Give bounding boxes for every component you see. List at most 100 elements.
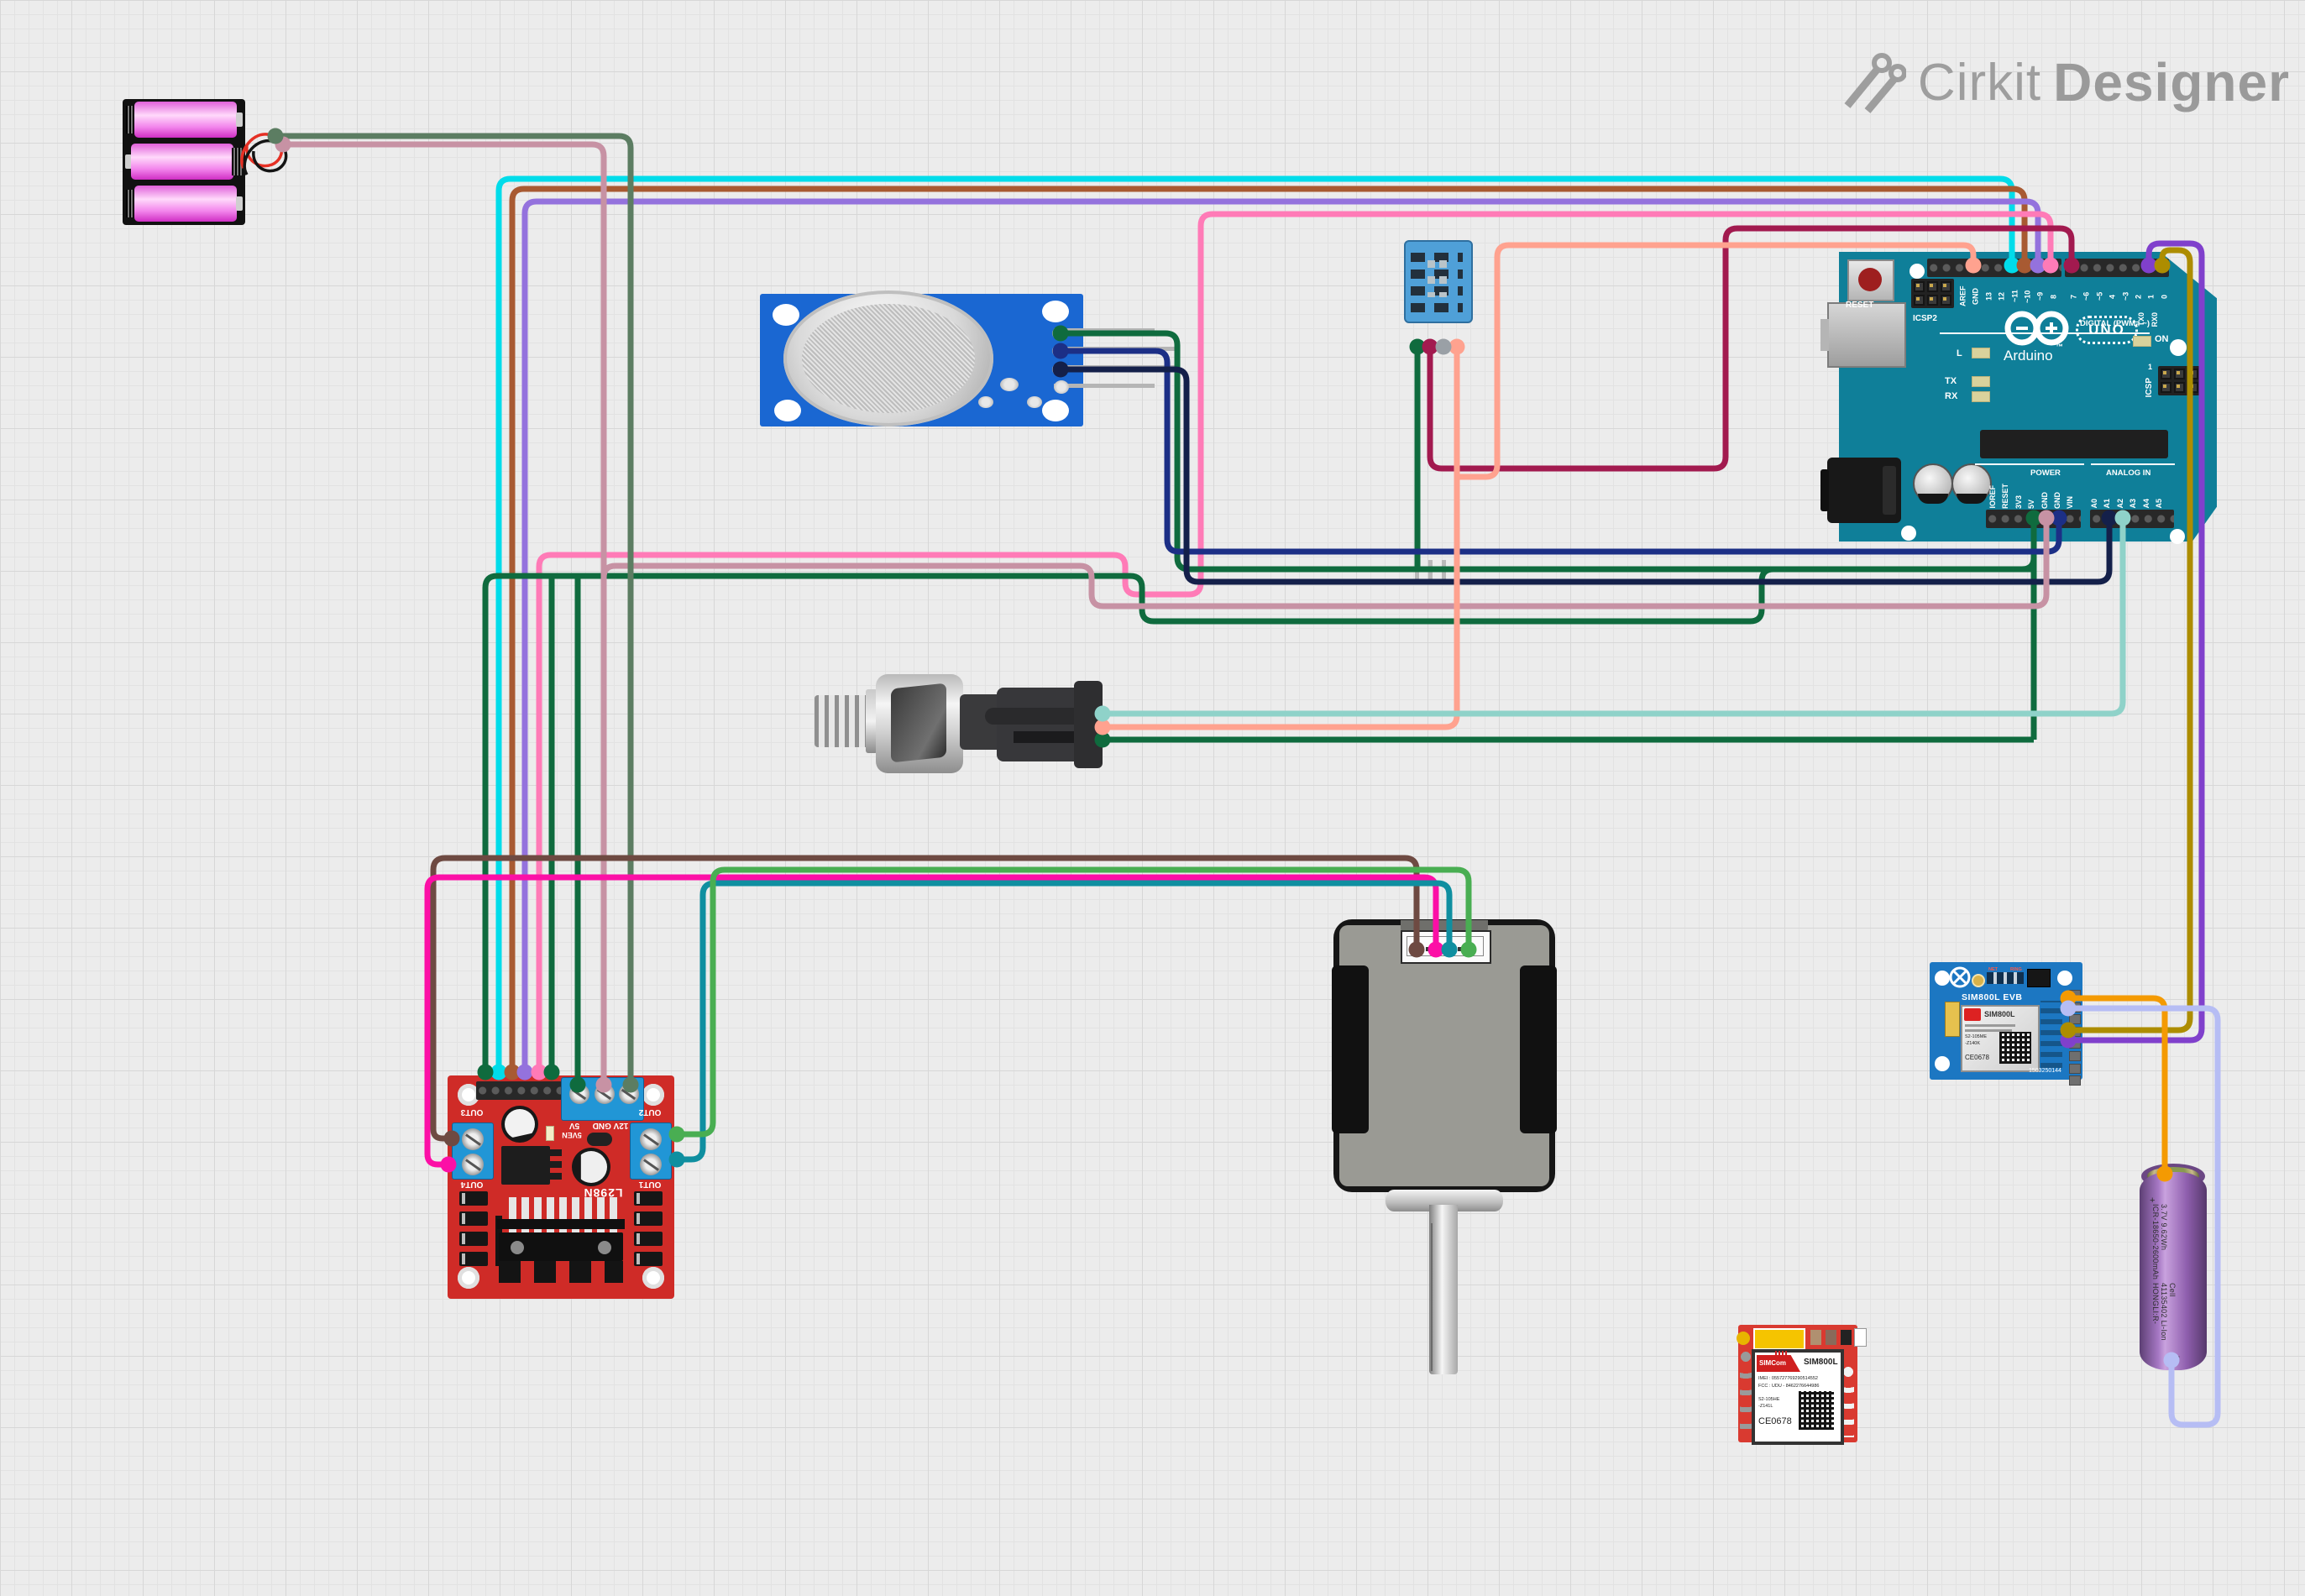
wire-junction-dot[interactable] <box>2101 510 2118 526</box>
wire-junction-dot[interactable] <box>1052 343 1069 359</box>
antenna-pad <box>1737 1332 1750 1345</box>
wire-junction-dot[interactable] <box>622 1076 639 1093</box>
wire-brown-l298-to-d10[interactable] <box>509 186 2028 1072</box>
wire-maroon-dht-d7[interactable] <box>1427 225 2075 472</box>
wire-mauve-gnd[interactable] <box>600 518 2050 1085</box>
wire-salmon-pressure-dht[interactable] <box>1103 347 1460 730</box>
reset-button[interactable] <box>1847 259 1894 301</box>
wire-junction-dot[interactable] <box>1460 941 1477 958</box>
wire-junction-dot[interactable] <box>668 1126 685 1143</box>
wire-junction-dot[interactable] <box>595 1076 612 1093</box>
wire-pink-l298-to-d8[interactable] <box>536 211 2054 1072</box>
wire-green-rail-5v[interactable] <box>482 518 2037 1072</box>
wire-junction-dot[interactable] <box>2060 1022 2077 1039</box>
on-label: ON <box>2155 334 2169 344</box>
diode <box>634 1211 663 1226</box>
wire-junction-dot[interactable] <box>516 1064 533 1081</box>
wire-navy-mq-gnd[interactable] <box>1061 348 2062 555</box>
aa-cell <box>125 185 243 222</box>
wire-junction-dot[interactable] <box>2030 257 2046 274</box>
wire-junction-dot[interactable] <box>1094 731 1111 748</box>
imei-text: IMEI : 055727769290514552 <box>1758 1376 1818 1381</box>
dht-vent <box>1428 276 1435 284</box>
wire-mauve-battery[interactable] <box>283 141 607 1085</box>
wire-stepper-brown[interactable] <box>430 855 1420 1142</box>
wire-junction-dot[interactable] <box>543 1064 560 1081</box>
control-pin-header[interactable] <box>476 1081 562 1100</box>
wire-junction-dot[interactable] <box>2114 510 2131 526</box>
out1-out2-terminal[interactable] <box>630 1122 672 1180</box>
castellated-pads-right[interactable] <box>1842 1365 1854 1437</box>
icsp2-header[interactable] <box>1911 279 1954 308</box>
wire-junction-dot[interactable] <box>2038 510 2055 526</box>
wire-junction-dot[interactable] <box>2042 257 2059 274</box>
icsp-header[interactable] <box>2158 366 2201 395</box>
wire-junction-dot[interactable] <box>2004 257 2020 274</box>
wire-purple-sim-tx[interactable] <box>2068 240 2205 1044</box>
wire-violet-l298-to-d9[interactable] <box>521 198 2041 1072</box>
arduino-uno[interactable] <box>1839 252 2217 542</box>
wire-junction-dot[interactable] <box>1448 338 1465 355</box>
wire-stepper-green[interactable] <box>677 866 1472 1138</box>
stepper-motor[interactable] <box>1332 919 1557 1374</box>
wire-junction-dot[interactable] <box>569 1076 586 1093</box>
wire-sage-battery[interactable] <box>275 133 634 1085</box>
wire-olive-sim-rx[interactable] <box>2068 247 2193 1033</box>
smd-cluster <box>2040 1001 2062 1068</box>
wire-junction-dot[interactable] <box>2060 1000 2077 1017</box>
battery-spring <box>126 106 136 133</box>
cirkit-designer-watermark: Cirkit Designer <box>1842 50 2290 114</box>
wire-junction-dot[interactable] <box>2051 510 2067 526</box>
wire-junction-dot[interactable] <box>531 1064 547 1081</box>
wire-junction-dot[interactable] <box>1408 941 1425 958</box>
wire-junction-dot[interactable] <box>2025 510 2042 526</box>
wire-darknavy-mq-a1[interactable] <box>1061 366 2113 585</box>
wire-junction-dot[interactable] <box>504 1064 521 1081</box>
wire-junction-dot[interactable] <box>1409 338 1426 355</box>
wire-junction-dot[interactable] <box>443 1130 460 1147</box>
silk-line <box>2091 463 2175 465</box>
wire-junction-dot[interactable] <box>668 1151 685 1168</box>
wire-salmon-gnd[interactable] <box>1457 242 1977 480</box>
wire-junction-dot[interactable] <box>1052 325 1069 342</box>
sim800l-evb-module[interactable]: NET RING SIM800L EVB SIM800L S2-105ME -Z… <box>1930 962 2082 1086</box>
wire-teal-pressure-a2[interactable] <box>1103 518 2126 717</box>
wire-junction-dot[interactable] <box>1428 941 1444 958</box>
dht11-sensor[interactable] <box>1404 240 1473 583</box>
wire-junction-dot[interactable] <box>1965 257 1982 274</box>
power-jack <box>1820 458 1901 523</box>
wire-junction-dot[interactable] <box>1094 705 1111 722</box>
wire-junction-dot[interactable] <box>2063 257 2080 274</box>
wire-junction-dot[interactable] <box>2140 257 2157 274</box>
wire-junction-dot[interactable] <box>440 1156 457 1173</box>
sim800l-shield: SIMCom SIM800L IMEI : 055727769290514552… <box>1752 1349 1844 1445</box>
wire-junction-dot[interactable] <box>2156 1165 2173 1182</box>
castellated-pads-left[interactable] <box>1740 1350 1752 1434</box>
simcom-text: SIMCom <box>1759 1359 1786 1367</box>
wire-lavender-sim-gnd[interactable] <box>2068 1005 2221 1428</box>
wire-junction-dot[interactable] <box>477 1064 494 1081</box>
18650-battery[interactable]: + ICR-18650-2600mAh 3.7V 9.62Wh HONGLI:R… <box>2136 1162 2212 1374</box>
battery-pack-3xaa[interactable] <box>123 99 245 225</box>
evb-serial: 1503250144 <box>2029 1068 2061 1074</box>
wire-junction-dot[interactable] <box>2154 257 2171 274</box>
wire-junction-dot[interactable] <box>1422 338 1438 355</box>
out3-out4-terminal[interactable] <box>452 1122 494 1180</box>
wire-junction-dot[interactable] <box>267 128 284 144</box>
wire-junction-dot[interactable] <box>490 1064 507 1081</box>
wire-junction-dot[interactable] <box>2016 257 2033 274</box>
wire-orange-sim-vcc[interactable] <box>2068 995 2168 1174</box>
wire-junction-dot[interactable] <box>1435 338 1452 355</box>
wire-junction-dot[interactable] <box>1094 719 1111 735</box>
sim800l-red-module[interactable]: SIMCom SIM800L IMEI : 055727769290514552… <box>1737 1325 1867 1445</box>
wire-junction-dot[interactable] <box>2163 1352 2180 1368</box>
wire-junction-dot[interactable] <box>1441 941 1458 958</box>
wire-junction-dot[interactable] <box>1052 361 1069 378</box>
led-tx <box>1972 376 1990 387</box>
wire-green-mq-vcc[interactable] <box>1061 330 2034 573</box>
ring-label: RING <box>2010 967 2022 972</box>
wire-cyan-l298-to-d11[interactable] <box>495 175 2015 1072</box>
wire-stepper-teal[interactable] <box>677 880 1453 1163</box>
